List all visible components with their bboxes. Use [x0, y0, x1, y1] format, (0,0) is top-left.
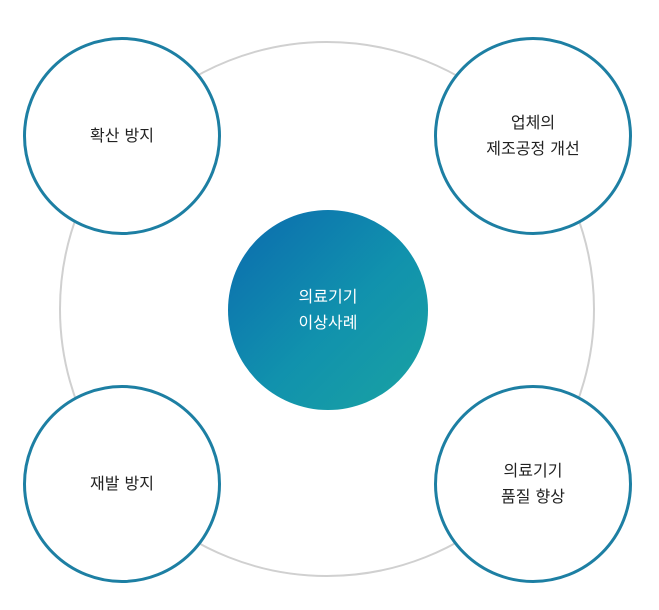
node-label: 업체의 제조공정 개선 — [486, 113, 580, 158]
node-recurrence-prevention: 재발 방지 — [23, 385, 221, 583]
node-label: 의료기기 품질 향상 — [501, 461, 565, 506]
node-spread-prevention: 확산 방지 — [23, 37, 221, 235]
node-label: 확산 방지 — [90, 126, 154, 145]
connecting-ring — [59, 41, 595, 577]
node-quality-improvement: 의료기기 품질 향상 — [434, 385, 632, 583]
node-label: 재발 방지 — [90, 474, 154, 493]
center-label: 의료기기 이상사례 — [298, 287, 358, 332]
center-node-adverse-events: 의료기기 이상사례 — [228, 210, 428, 410]
node-manufacturing-improvement: 업체의 제조공정 개선 — [434, 37, 632, 235]
